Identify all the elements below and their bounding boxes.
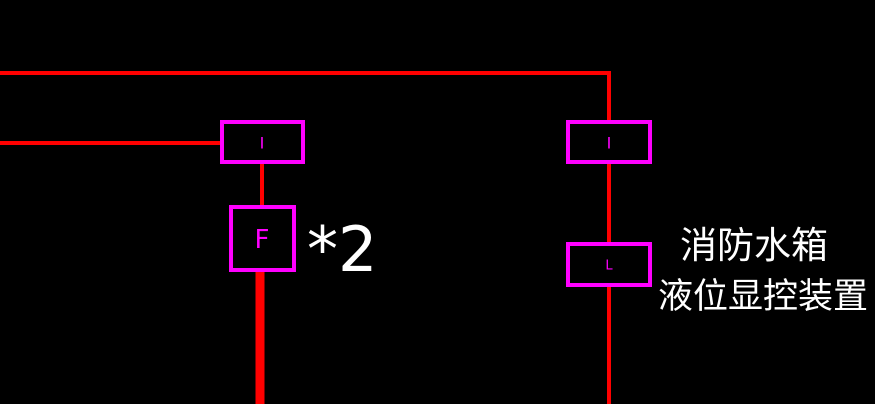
input-module-right-box xyxy=(566,120,652,164)
level-device-box xyxy=(566,242,652,287)
multiplier-annotation: *2 xyxy=(307,213,377,286)
wiring xyxy=(0,71,611,404)
input-module-left-box xyxy=(220,120,305,164)
input-module-right-label: I xyxy=(607,134,612,153)
input-module-left: I xyxy=(220,120,305,164)
input-module-left-label: I xyxy=(260,134,265,153)
flow-switch-label: F xyxy=(255,225,270,255)
tank-label-line1: 消防水箱 xyxy=(680,224,828,267)
level-device-module: L xyxy=(566,242,652,287)
tank-label-line2: 液位显控装置 xyxy=(658,277,868,317)
flow-switch-module: F xyxy=(229,205,296,272)
flow-switch-box xyxy=(229,205,296,272)
input-module-right: I xyxy=(566,120,652,164)
level-device-label: L xyxy=(605,259,613,274)
